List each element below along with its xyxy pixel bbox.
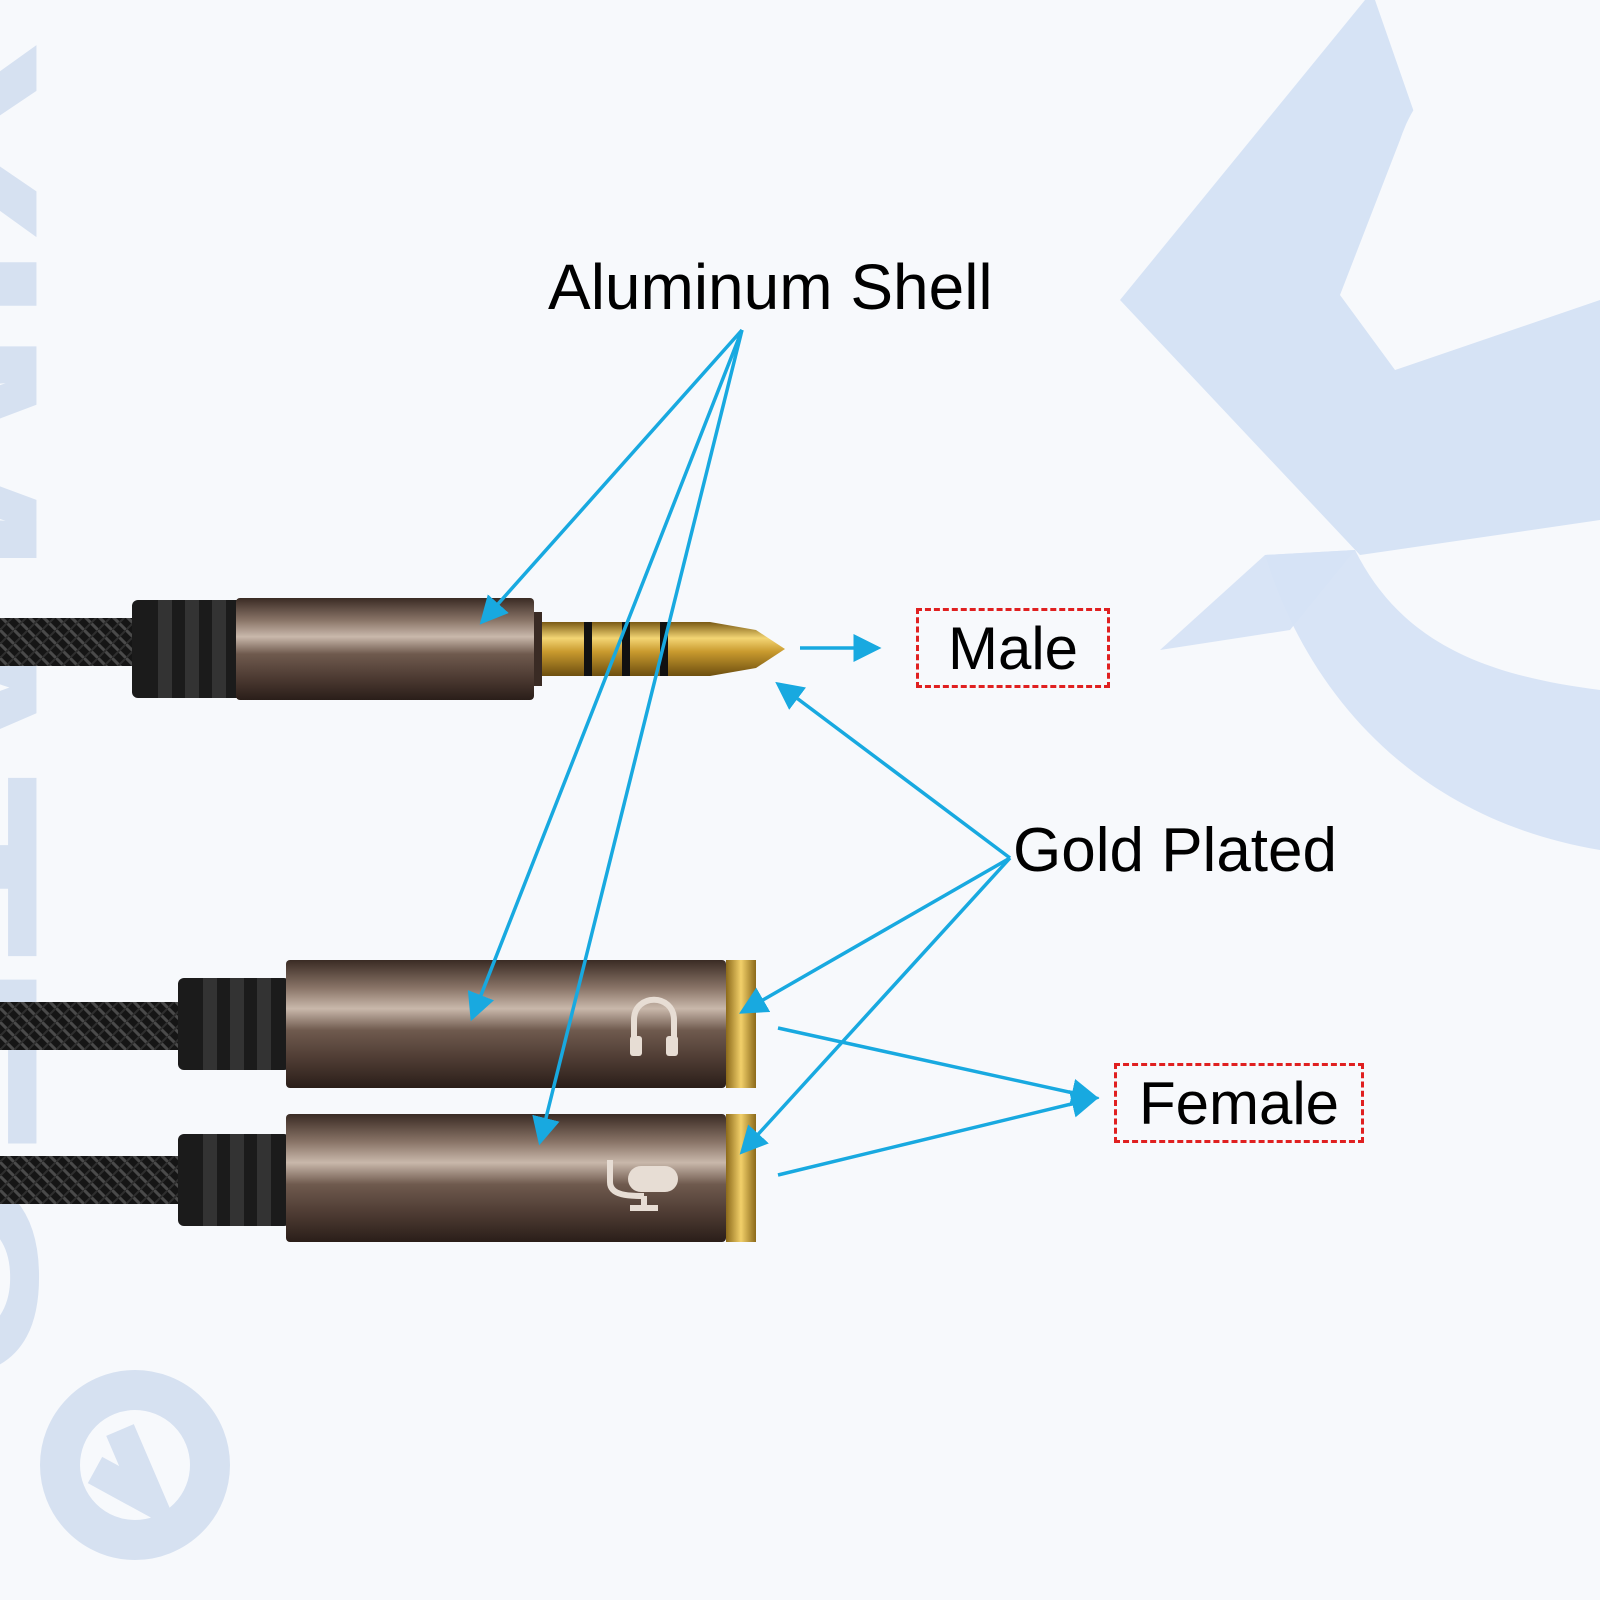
aluminum-shell-label: Aluminum Shell [548, 251, 993, 323]
arrow-gold-to-mic-ring [739, 856, 1012, 1155]
headphone-aluminum-shell [286, 960, 726, 1088]
female-label-box: Female [1114, 1063, 1364, 1143]
male-aluminum-shell [236, 598, 534, 700]
gold-plated-label: Gold Plated [1013, 816, 1337, 885]
arrow-headphone-to-female [777, 1026, 1100, 1107]
arrow-mic-to-female [777, 1090, 1100, 1177]
male-cable [0, 618, 140, 666]
female-headphone-jack [0, 960, 756, 1088]
arrow-gold-to-headphone-ring [738, 856, 1011, 1014]
watermark-circle-logo [40, 1370, 230, 1560]
mic-aluminum-shell [286, 1114, 726, 1242]
male-gold-pin [542, 622, 785, 676]
arrow-aluminum-to-mic [532, 329, 744, 1146]
male-shell-neck [534, 612, 542, 686]
microphone-icon [607, 1160, 678, 1211]
watermark-logo [1120, 0, 1600, 850]
male-grip-ridges [158, 600, 226, 698]
male-label: Male [947, 614, 1079, 682]
mic-grip-ridges [203, 1134, 271, 1226]
male-plug [0, 598, 785, 700]
headphone-gold-ring [726, 960, 756, 1088]
headphone-icon [630, 996, 678, 1056]
headphone-grip-ridges [203, 978, 271, 1070]
mic-gold-ring [726, 1114, 756, 1242]
female-label: Female [1138, 1069, 1340, 1137]
mic-cable [0, 1156, 190, 1204]
arrow-aluminum-to-male [479, 328, 744, 625]
callout-arrows [467, 328, 1100, 1177]
arrow-gold-to-male-pin [775, 681, 1012, 860]
headphone-cable [0, 1002, 190, 1050]
arrow-aluminum-to-headphone [467, 329, 744, 1022]
female-mic-jack [0, 1114, 756, 1242]
male-label-box: Male [916, 608, 1110, 688]
